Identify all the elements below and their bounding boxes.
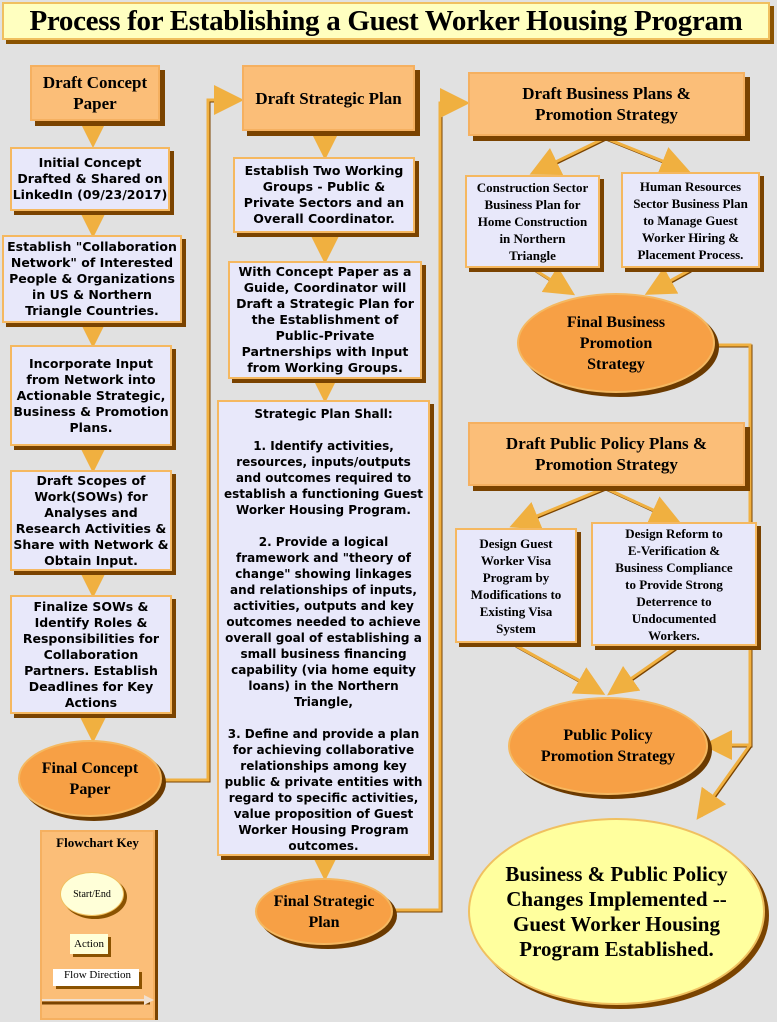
key-action-shape: Action: [70, 934, 108, 954]
construction-sector-plan: Construction Sector Business Plan for Ho…: [465, 175, 600, 268]
final-business-promotion-oval: Final Business Promotion Strategy: [517, 293, 715, 393]
draft-concept-paper-header: Draft Concept Paper: [30, 65, 160, 121]
program-established-oval: Business & Public Policy Changes Impleme…: [468, 818, 765, 1005]
e-verification-reform-design: Design Reform to E-Verification & Busine…: [591, 522, 757, 646]
strategic-step-1: Establish Two Working Groups - Public & …: [233, 157, 415, 233]
human-resources-plan: Human Resources Sector Business Plan to …: [621, 172, 760, 268]
strategic-plan-requirements: Strategic Plan Shall: 1. Identify activi…: [217, 400, 430, 856]
guest-worker-visa-design: Design Guest Worker Visa Program by Modi…: [455, 528, 577, 643]
draft-strategic-plan-header: Draft Strategic Plan: [242, 65, 415, 131]
draft-business-plans-header: Draft Business Plans & Promotion Strateg…: [468, 72, 745, 136]
concept-step-1: Initial Concept Drafted & Shared on Link…: [10, 147, 170, 211]
public-policy-promotion-oval: Public Policy Promotion Strategy: [508, 697, 708, 795]
final-concept-paper-oval: Final Concept Paper: [18, 740, 162, 817]
concept-step-3: Incorporate Input from Network into Acti…: [10, 345, 172, 446]
flowchart-key: Flowchart Key Start/End Action Flow Dire…: [40, 830, 155, 1020]
final-strategic-plan-oval: Final Strategic Plan: [255, 878, 393, 945]
strategic-step-2: With Concept Paper as a Guide, Coordinat…: [228, 261, 422, 379]
key-flow-arrow-icon: [42, 995, 154, 1005]
concept-step-4: Draft Scopes of Work(SOWs) for Analyses …: [10, 470, 172, 571]
concept-step-2: Establish "Collaboration Network" of Int…: [2, 235, 182, 323]
page-title: Process for Establishing a Guest Worker …: [2, 2, 770, 40]
key-flow-direction-label: Flow Direction: [53, 969, 139, 986]
key-title: Flowchart Key: [56, 835, 139, 850]
concept-step-5: Finalize SOWs & Identify Roles & Respons…: [10, 595, 172, 714]
key-start-end-shape: Start/End: [60, 872, 124, 916]
draft-public-policy-header: Draft Public Policy Plans & Promotion St…: [468, 422, 745, 486]
